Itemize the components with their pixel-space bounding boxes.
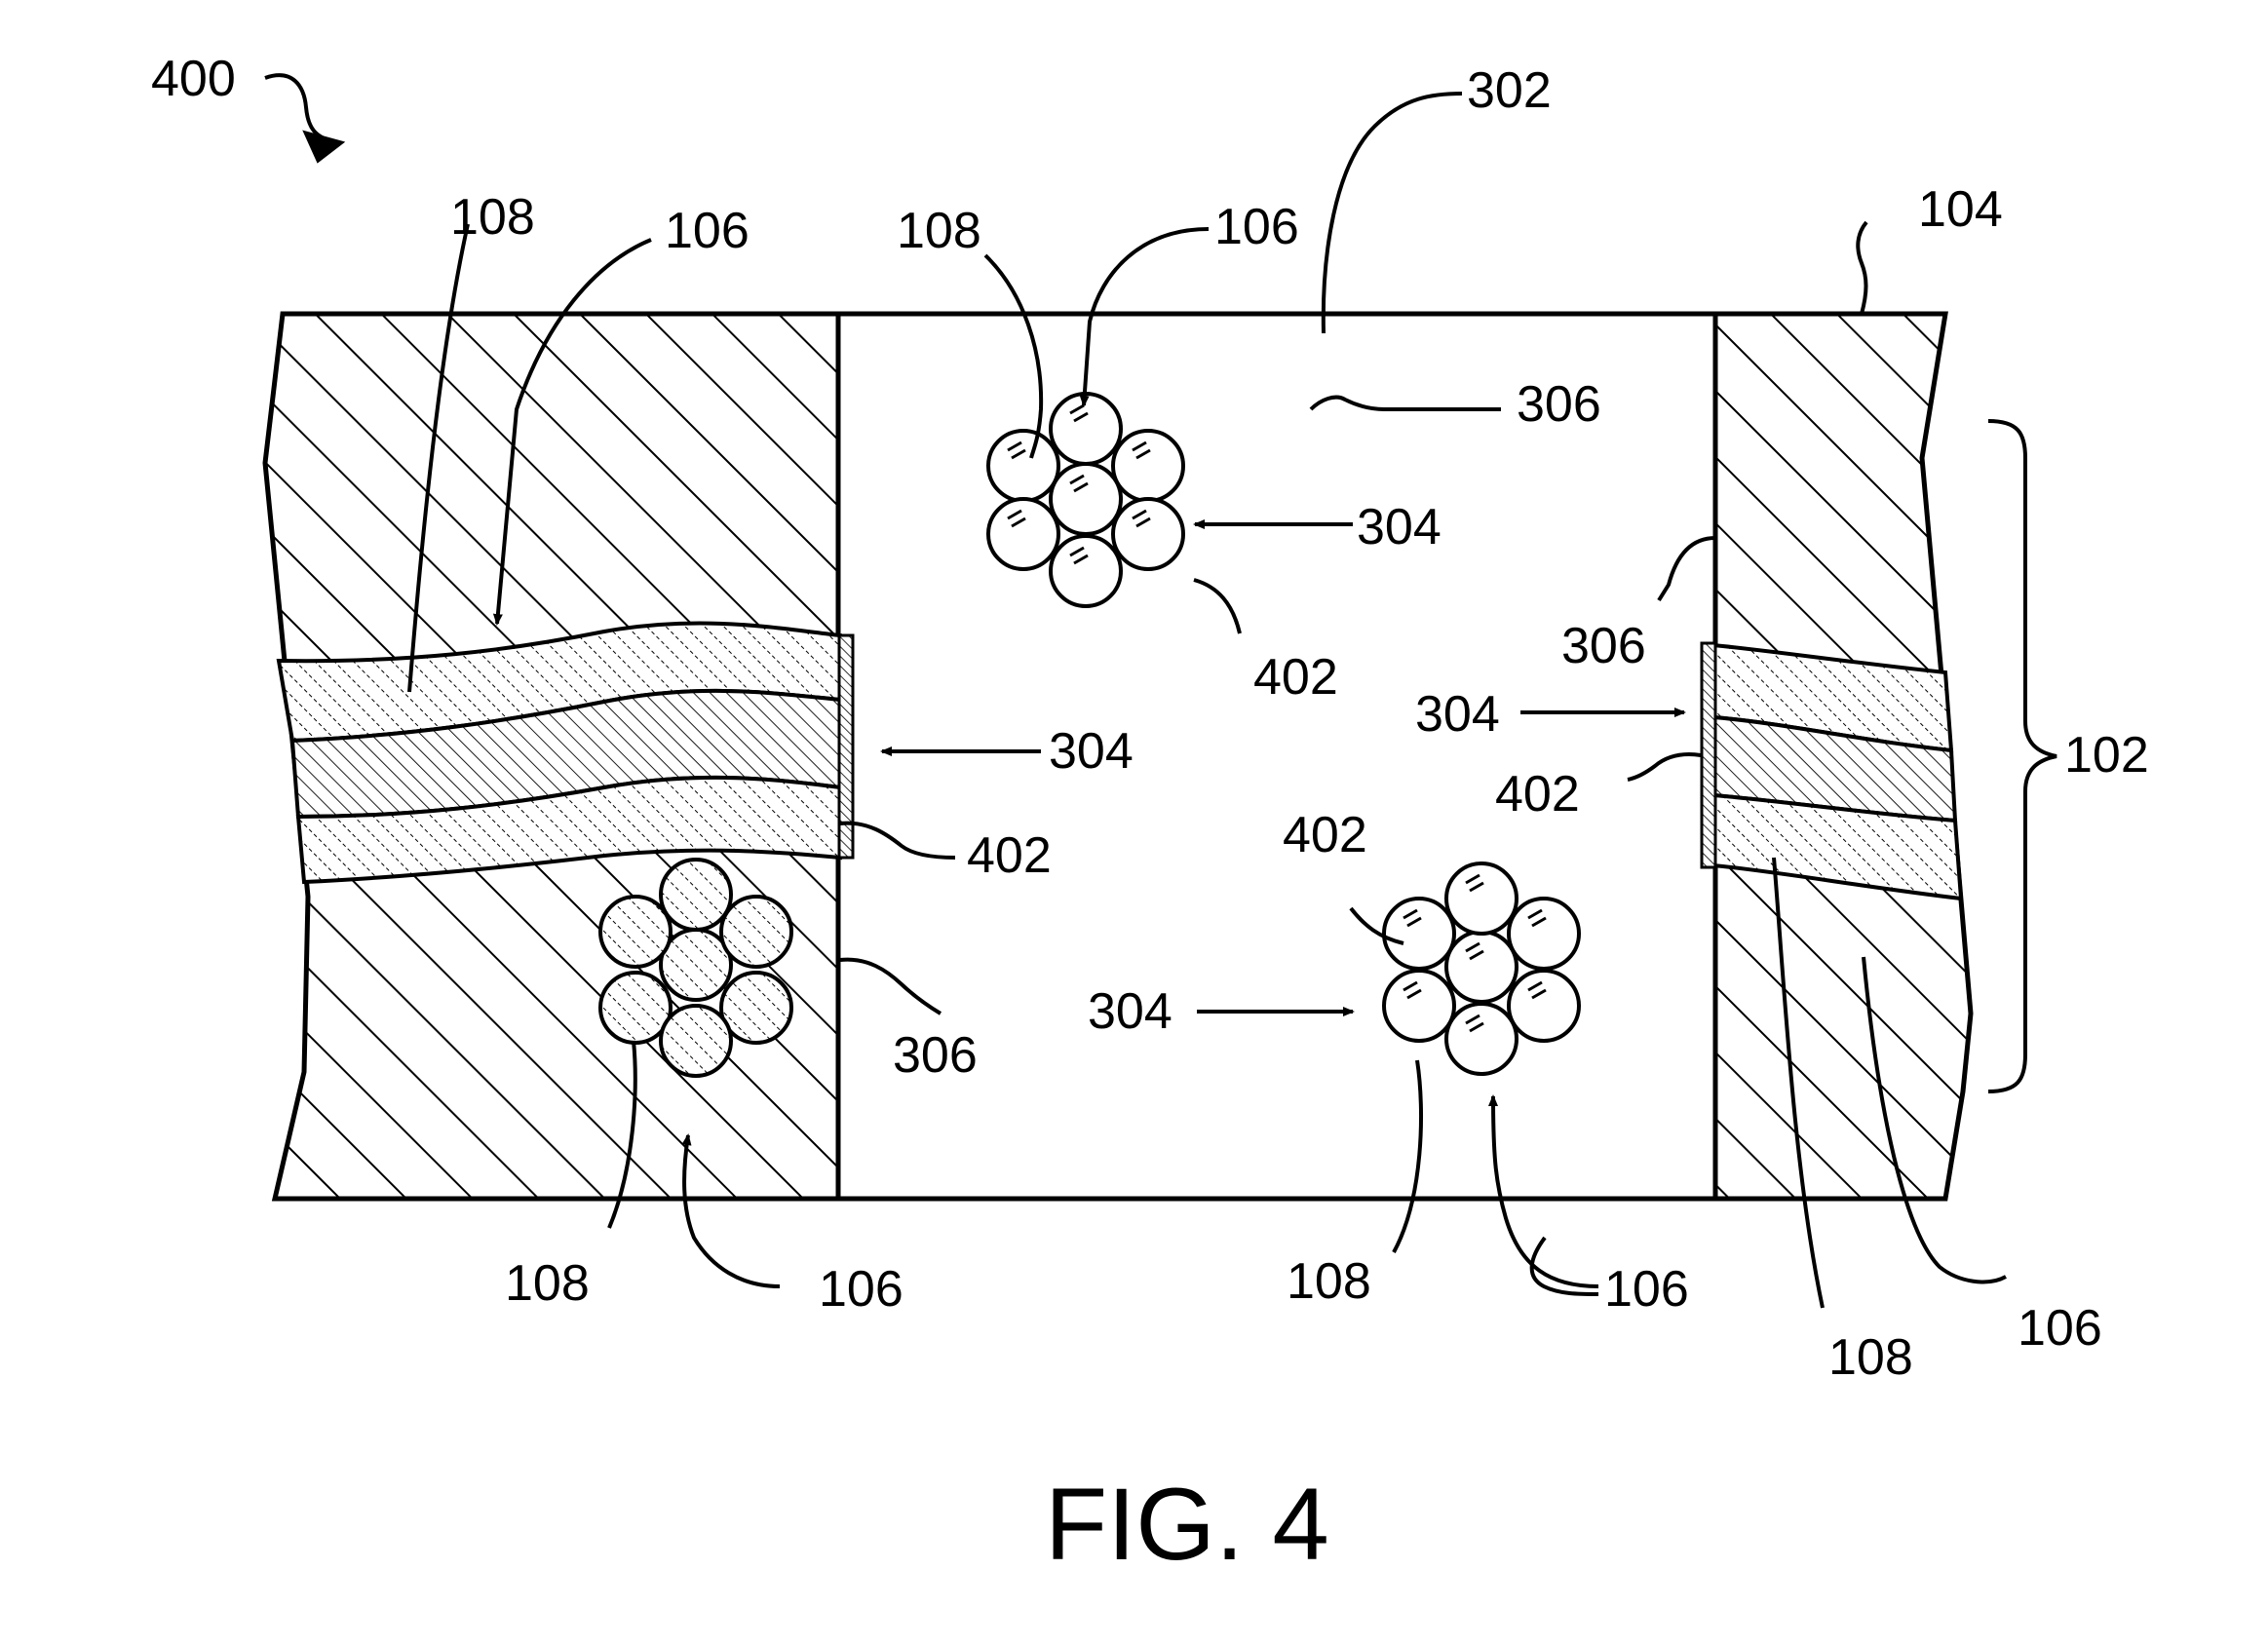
- label-304-top-center: 304: [1357, 499, 1442, 555]
- label-106-bottom-center: 106: [1604, 1261, 1689, 1318]
- label-304-bottom-center: 304: [1088, 983, 1172, 1040]
- label-402-left: 402: [967, 827, 1052, 884]
- label-108-bottom-right: 108: [1828, 1329, 1913, 1386]
- label-106-top-left: 106: [665, 203, 750, 259]
- label-106-bottom-right: 106: [2018, 1300, 2102, 1357]
- label-108-bottom-left: 108: [505, 1255, 590, 1312]
- label-400: 400: [151, 51, 236, 107]
- label-108-top-left: 108: [450, 189, 535, 246]
- label-402-bottom-center: 402: [1283, 807, 1367, 863]
- label-304-right: 304: [1415, 686, 1500, 743]
- bottom-center-fiber-cluster: [1384, 863, 1579, 1074]
- label-304-left: 304: [1049, 723, 1134, 780]
- figure-caption: FIG. 4: [1045, 1468, 1329, 1582]
- label-402-right: 402: [1495, 766, 1580, 823]
- right-fiber-bundle: [1713, 645, 1961, 899]
- bracket-102: [1988, 421, 2057, 1091]
- label-104: 104: [1918, 181, 2003, 238]
- label-306-right: 306: [1561, 618, 1646, 674]
- arrow-400: [304, 132, 343, 162]
- label-106-top-center: 106: [1214, 199, 1299, 255]
- label-306-top: 306: [1517, 376, 1601, 433]
- label-102: 102: [2064, 727, 2149, 784]
- label-302: 302: [1467, 62, 1552, 119]
- label-306-left: 306: [893, 1027, 978, 1084]
- top-center-fiber-cluster: [988, 394, 1183, 606]
- label-108-top-center: 108: [897, 203, 981, 259]
- right-coating-402: [1702, 643, 1715, 867]
- label-106-bottom-left: 106: [819, 1261, 903, 1318]
- label-108-bottom-center: 108: [1287, 1253, 1371, 1310]
- label-402-top-center: 402: [1253, 649, 1338, 706]
- left-fiber-bundle: [279, 623, 840, 882]
